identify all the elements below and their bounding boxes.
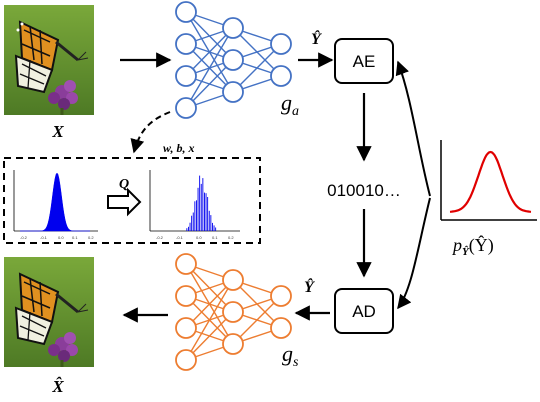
decoder-node [175,349,197,371]
gaussian-curve [449,150,532,213]
svg-text:-0.2: -0.2 [156,235,164,240]
decoder-label: gs [282,341,299,370]
encoder-node [222,49,244,71]
bitstream-text: 010010… [327,181,401,200]
encoder-label: ga [281,90,299,119]
encoder-edge [185,27,234,109]
encoder-node [175,97,197,119]
continuous-distribution [20,172,90,232]
quantizer-label: Q [119,177,129,192]
butterfly-illustration-bottom [14,272,89,346]
latent-label-top: Ŷ [311,29,322,48]
encoder-node [175,33,197,55]
encoder-node [175,1,197,23]
encoder-node [222,17,244,39]
decoder-node [175,285,197,307]
quantized-bar [196,200,197,231]
svg-text:0.0: 0.0 [196,235,202,240]
quantized-bar [191,215,193,231]
quantized-bar [199,175,201,231]
prior-label: pŶ(Ŷ) [451,234,494,258]
quantized-histogram: -0.2 -0.1 0.0 0.1 0.2 [149,170,240,240]
ad-label: AD [352,302,376,321]
svg-text:0.2: 0.2 [88,235,94,240]
decoder-node [175,253,197,275]
quantized-bar [194,201,196,231]
arrow-prior-to-ad [397,197,431,310]
decoder-edge [185,311,234,361]
gaussian-prior-plot [440,140,537,221]
encoder-node [222,81,244,103]
quantized-bar [204,192,205,231]
decoder-edge [185,279,234,361]
svg-text:-0.1: -0.1 [176,235,184,240]
quantized-bar [189,222,191,231]
output-label: X̂ [51,377,64,396]
quantized-bar [188,226,189,231]
decoder-node [222,269,244,291]
latent-label-bottom: Ŷ [304,277,315,296]
quantization-box [3,157,261,244]
arrow-weights-to-quantizer [130,111,171,154]
quantized-bar [210,215,212,231]
quantized-bar [208,210,210,231]
quantized-bar [197,187,199,231]
quantized-bar [202,178,204,231]
decoder-node [270,285,292,307]
ae-label: AE [353,52,376,71]
ad-box [334,288,394,334]
decoder-edge [232,295,282,345]
decoder-edge [185,279,234,329]
quantized-bar [186,228,188,231]
flower-illustration-bottom [48,332,78,367]
encoder-edge [185,59,234,109]
flower-illustration-top [48,80,78,115]
quantized-bar [200,183,202,231]
hollow-arrow-icon [107,187,142,217]
encoder-node [270,65,292,87]
quantized-bars [186,175,217,231]
quantized-bar [212,222,213,231]
svg-text:0.0: 0.0 [58,235,64,240]
decoder-node [175,317,197,339]
decoder-node [270,317,292,339]
quantized-bar [207,197,209,231]
encoder-edge [232,43,282,93]
continuous-histogram: -0.2 -0.1 0.0 0.1 0.2 [13,170,98,240]
quantized-bar [205,193,207,231]
svg-text:-0.2: -0.2 [20,235,28,240]
encoder-edge [185,27,234,77]
output-image [4,257,94,367]
svg-text:-0.1: -0.1 [40,235,48,240]
butterfly-illustration-top [14,20,89,94]
svg-text:0.2: 0.2 [228,235,234,240]
quantized-bar [215,227,217,231]
quantized-bar [192,212,194,231]
encoder-node [270,33,292,55]
weights-label: w, b, x [163,141,195,155]
ae-box [334,38,394,84]
encoder-node [175,65,197,87]
decoder-node [222,333,244,355]
input-label: X [51,122,64,141]
decoder-node [222,301,244,323]
svg-text:0.1: 0.1 [72,235,78,240]
input-image [4,5,94,115]
encoder-network [175,1,292,119]
quantized-bar [213,225,215,231]
arrow-prior-to-ae [395,60,431,197]
svg-text:0.1: 0.1 [212,235,218,240]
decoder-network [175,253,292,371]
